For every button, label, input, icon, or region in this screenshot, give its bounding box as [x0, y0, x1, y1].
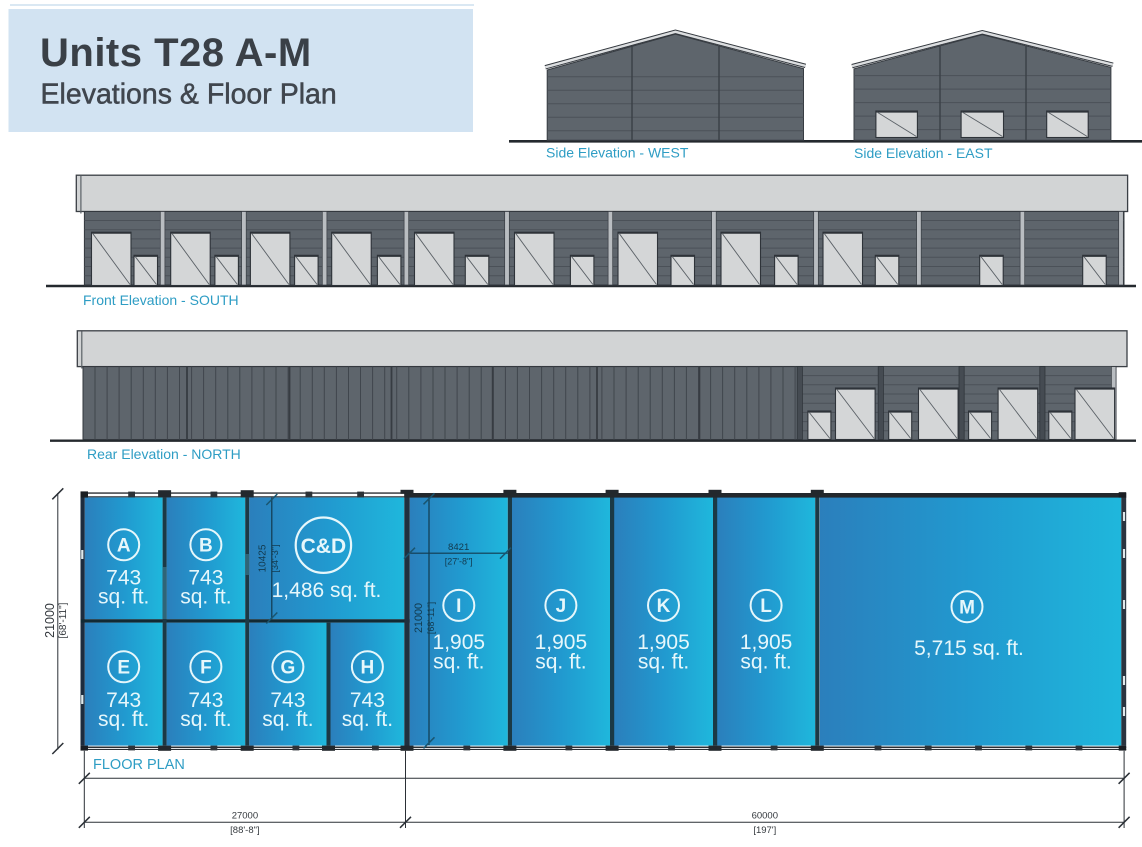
svg-text:[68'-11"]: [68'-11"] — [426, 602, 436, 634]
svg-text:I: I — [456, 596, 461, 617]
svg-text:Side Elevation - WEST: Side Elevation - WEST — [546, 145, 689, 161]
svg-text:M: M — [959, 598, 975, 619]
svg-text:G: G — [281, 658, 296, 679]
svg-text:1,905: 1,905 — [535, 631, 588, 654]
svg-text:[88'-8"]: [88'-8"] — [230, 825, 259, 836]
svg-text:[68'-11"]: [68'-11"] — [58, 602, 69, 638]
svg-text:E: E — [117, 658, 130, 679]
svg-text:60000: 60000 — [752, 811, 778, 822]
svg-text:sq. ft.: sq. ft. — [342, 708, 393, 731]
svg-text:sq. ft.: sq. ft. — [98, 708, 149, 731]
svg-text:FLOOR PLAN: FLOOR PLAN — [93, 757, 185, 773]
svg-text:F: F — [200, 658, 212, 679]
svg-text:743: 743 — [106, 689, 141, 712]
svg-text:sq. ft.: sq. ft. — [638, 651, 689, 674]
svg-text:sq. ft.: sq. ft. — [262, 708, 313, 731]
svg-text:743: 743 — [106, 567, 141, 590]
svg-text:J: J — [556, 596, 567, 617]
svg-text:A: A — [117, 536, 131, 557]
svg-text:K: K — [657, 596, 671, 617]
svg-text:H: H — [361, 658, 375, 679]
svg-text:sq. ft.: sq. ft. — [180, 586, 231, 609]
svg-text:743: 743 — [350, 689, 385, 712]
svg-text:C&D: C&D — [301, 535, 347, 558]
svg-text:B: B — [199, 536, 213, 557]
svg-text:sq. ft.: sq. ft. — [433, 651, 484, 674]
svg-text:sq. ft.: sq. ft. — [180, 708, 231, 731]
svg-text:Rear Elevation - NORTH: Rear Elevation - NORTH — [87, 446, 241, 462]
svg-text:10425: 10425 — [257, 544, 268, 572]
svg-text:Side Elevation - EAST: Side Elevation - EAST — [854, 145, 993, 161]
svg-text:sq. ft.: sq. ft. — [98, 586, 149, 609]
svg-text:21000: 21000 — [43, 603, 57, 638]
svg-text:27000: 27000 — [232, 811, 258, 822]
svg-text:743: 743 — [188, 567, 223, 590]
svg-text:sq. ft.: sq. ft. — [535, 651, 586, 674]
svg-text:sq. ft.: sq. ft. — [740, 651, 791, 674]
svg-text:L: L — [760, 596, 772, 617]
svg-text:5,715 sq. ft.: 5,715 sq. ft. — [914, 637, 1024, 660]
svg-text:1,905: 1,905 — [740, 631, 793, 654]
svg-text:1,905: 1,905 — [637, 631, 690, 654]
svg-text:1,486 sq. ft.: 1,486 sq. ft. — [272, 579, 382, 602]
svg-text:8421: 8421 — [448, 542, 469, 553]
svg-text:Elevations & Floor Plan: Elevations & Floor Plan — [41, 78, 337, 110]
svg-text:743: 743 — [188, 689, 223, 712]
svg-text:[27'-8"]: [27'-8"] — [445, 556, 473, 566]
svg-text:21000: 21000 — [413, 603, 425, 633]
svg-text:Front Elevation - SOUTH: Front Elevation - SOUTH — [83, 292, 239, 308]
svg-text:1,905: 1,905 — [433, 631, 486, 654]
svg-text:743: 743 — [270, 689, 305, 712]
svg-text:Units T28 A-M: Units T28 A-M — [40, 31, 312, 75]
svg-text:[34'-3"]: [34'-3"] — [270, 545, 280, 573]
svg-text:[197']: [197'] — [753, 825, 776, 836]
